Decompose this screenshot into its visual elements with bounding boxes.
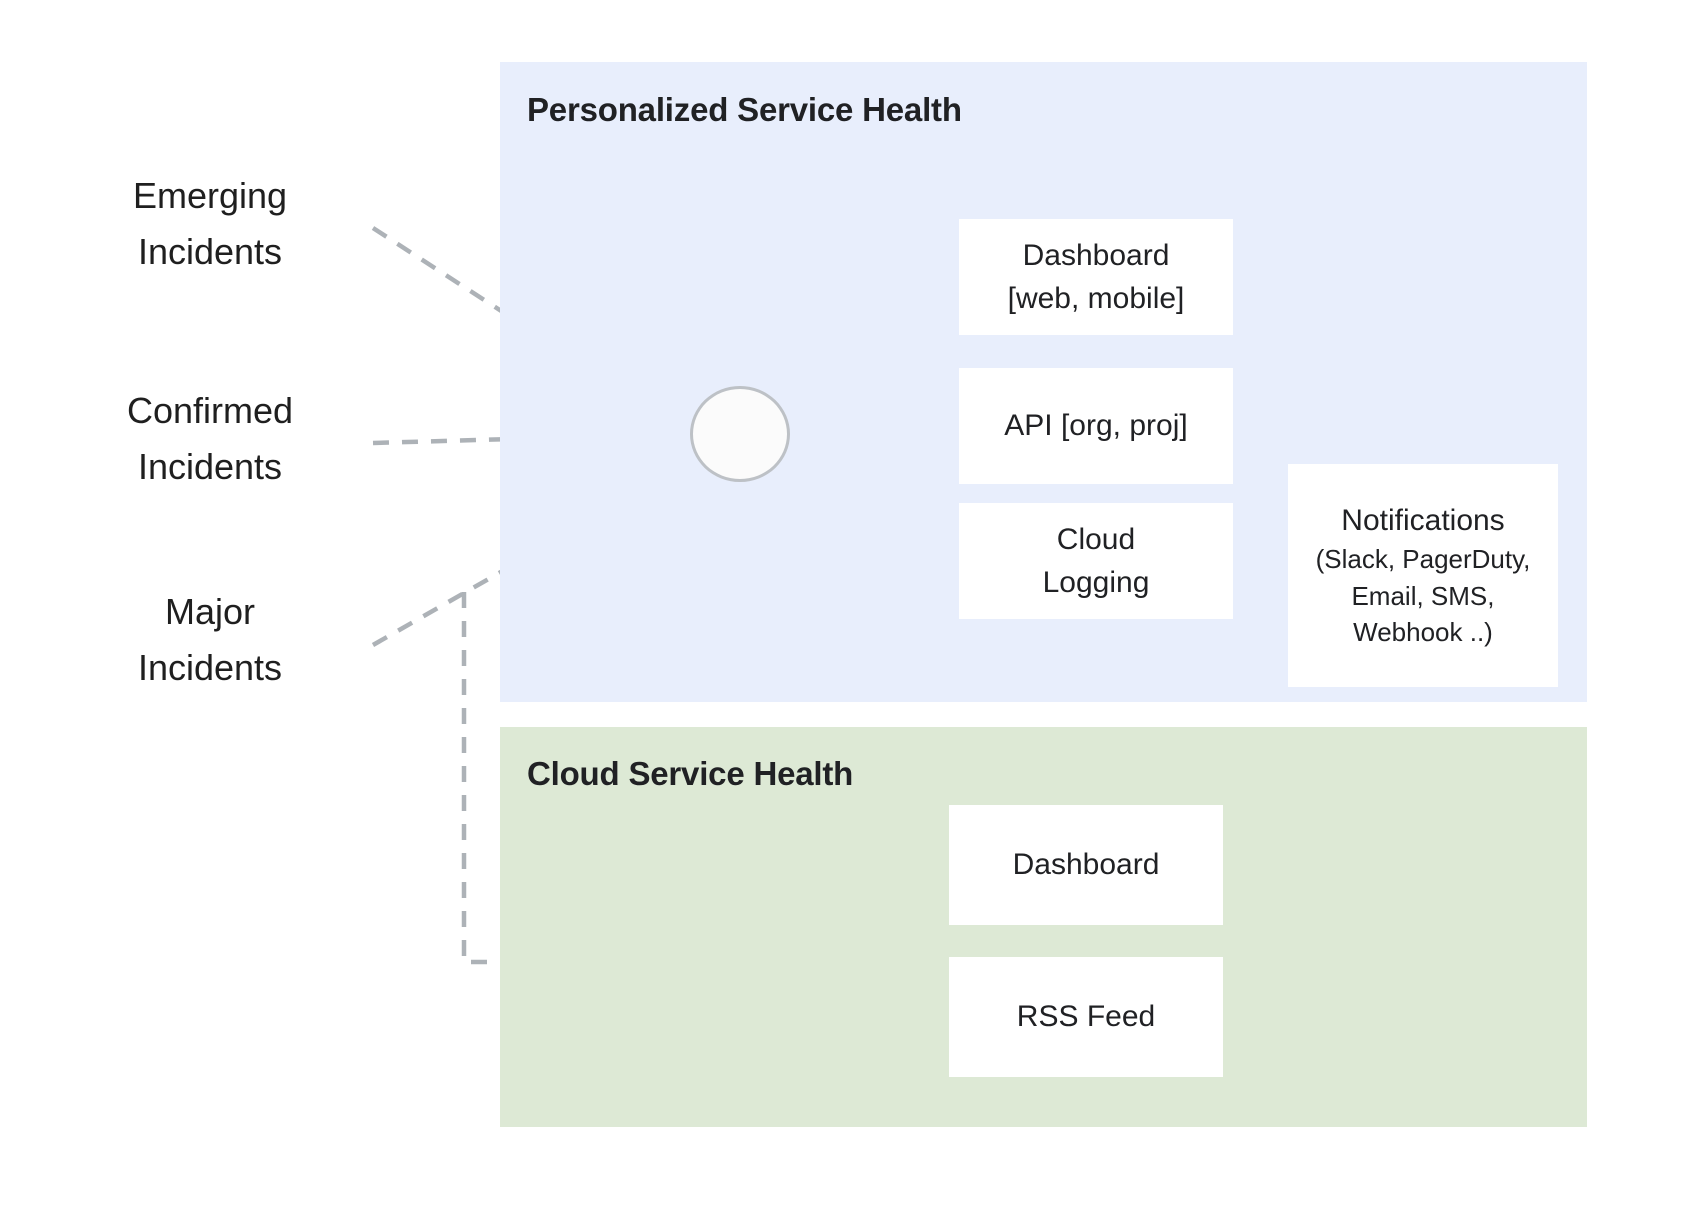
- node-notifications-sub-line2: Email, SMS,: [1351, 580, 1495, 611]
- node-psh-cloud-logging-line1: Cloud: [1056, 522, 1136, 556]
- source-label-emerging-line2: Incidents: [137, 230, 283, 272]
- routing-hub-node: [690, 386, 790, 482]
- source-label-emerging-incidents: Emerging Incidents: [60, 168, 360, 280]
- node-psh-cloud-logging[interactable]: Cloud Logging: [959, 503, 1233, 619]
- node-notifications[interactable]: Notifications (Slack, PagerDuty, Email, …: [1288, 464, 1558, 687]
- node-notifications-title: Notifications: [1341, 503, 1505, 537]
- node-csh-dashboard-line1: Dashboard: [1012, 848, 1160, 882]
- node-psh-dashboard-line1: Dashboard: [1022, 238, 1170, 272]
- node-psh-api-line1: API [org, proj]: [1004, 409, 1188, 443]
- node-psh-cloud-logging-line2: Logging: [1042, 566, 1150, 599]
- source-label-major-line1: Major: [164, 591, 256, 632]
- source-label-emerging-line1: Emerging: [132, 175, 288, 216]
- source-label-major-incidents: Major Incidents: [60, 584, 360, 696]
- node-csh-dashboard[interactable]: Dashboard: [949, 805, 1223, 925]
- node-psh-dashboard-line2: [web, mobile]: [1007, 282, 1185, 315]
- panel-title-personalized-service-health: Personalized Service Health: [527, 91, 962, 128]
- node-csh-rss-feed-line1: RSS Feed: [1016, 1000, 1156, 1034]
- source-label-confirmed-line2: Incidents: [137, 445, 283, 487]
- node-notifications-sub-line1: (Slack, PagerDuty,: [1315, 544, 1531, 575]
- source-label-confirmed-line1: Confirmed: [126, 390, 294, 431]
- source-label-major-line2: Incidents: [137, 646, 283, 688]
- panel-title-cloud-service-health: Cloud Service Health: [527, 755, 854, 792]
- node-psh-api[interactable]: API [org, proj]: [959, 368, 1233, 484]
- node-psh-dashboard[interactable]: Dashboard [web, mobile]: [959, 219, 1233, 335]
- node-notifications-sub-line3: Webhook ..): [1353, 616, 1493, 647]
- node-csh-rss-feed[interactable]: RSS Feed: [949, 957, 1223, 1077]
- source-label-confirmed-incidents: Confirmed Incidents: [60, 383, 360, 495]
